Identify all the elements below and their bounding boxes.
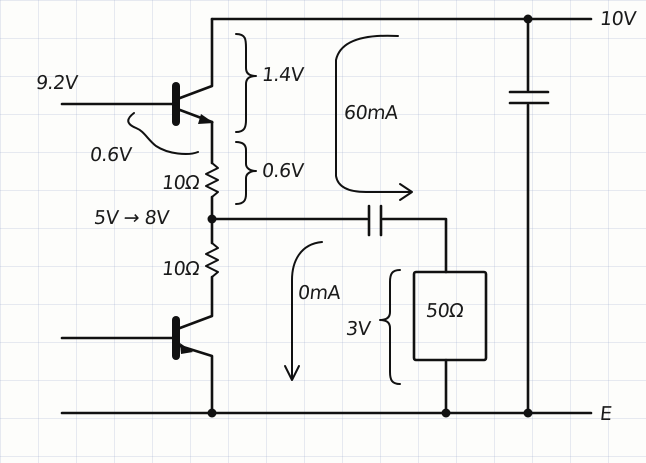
lower-collector-wire: [178, 275, 214, 330]
label-resistor-bottom: 10Ω: [160, 258, 201, 280]
label-vbe-drop: 0.6V: [88, 144, 133, 166]
vbe-annotation-squiggle: [127, 112, 199, 155]
upper-collector-wire: [178, 17, 214, 100]
label-vce-top: 1.4V: [260, 64, 305, 86]
lower-emitter-arrow: [180, 343, 193, 354]
label-load-voltage: 3V: [344, 318, 372, 340]
brace-vr: [235, 141, 257, 205]
capacitor-output-wire: [381, 217, 448, 274]
label-current-load: 0mA: [296, 282, 342, 304]
label-input-voltage: 9.2V: [34, 72, 79, 94]
label-vr-drop: 0.6V: [260, 160, 305, 182]
lower-emitter-wire: [178, 344, 214, 415]
label-supply-voltage: 10V: [598, 8, 637, 30]
current-arrow-60ma-head: [399, 183, 413, 201]
junction-ground-left: [207, 408, 217, 418]
label-resistor-top: 10Ω: [160, 172, 201, 194]
junction-ground-load: [441, 408, 451, 418]
resistor-top: [205, 162, 219, 198]
current-arrow-0ma-head: [284, 365, 300, 381]
junction-ground-cap: [523, 408, 533, 418]
label-load-resistance: 50Ω: [424, 300, 465, 322]
current-arrow-0ma: [291, 241, 323, 379]
label-current-right: 60mA: [342, 102, 399, 124]
resistor-bottom: [205, 242, 219, 278]
upper-emitter-arrow: [198, 114, 214, 124]
label-midpoint-voltage: 5V → 8V: [92, 207, 170, 229]
junction-supply: [523, 14, 533, 24]
junction-midpoint: [207, 214, 217, 224]
label-ground: E: [598, 403, 613, 425]
brace-load-voltage: [379, 269, 401, 385]
current-arrow-60ma: [335, 34, 411, 193]
load-resistor-box: [412, 270, 488, 362]
brace-vce: [235, 33, 257, 133]
